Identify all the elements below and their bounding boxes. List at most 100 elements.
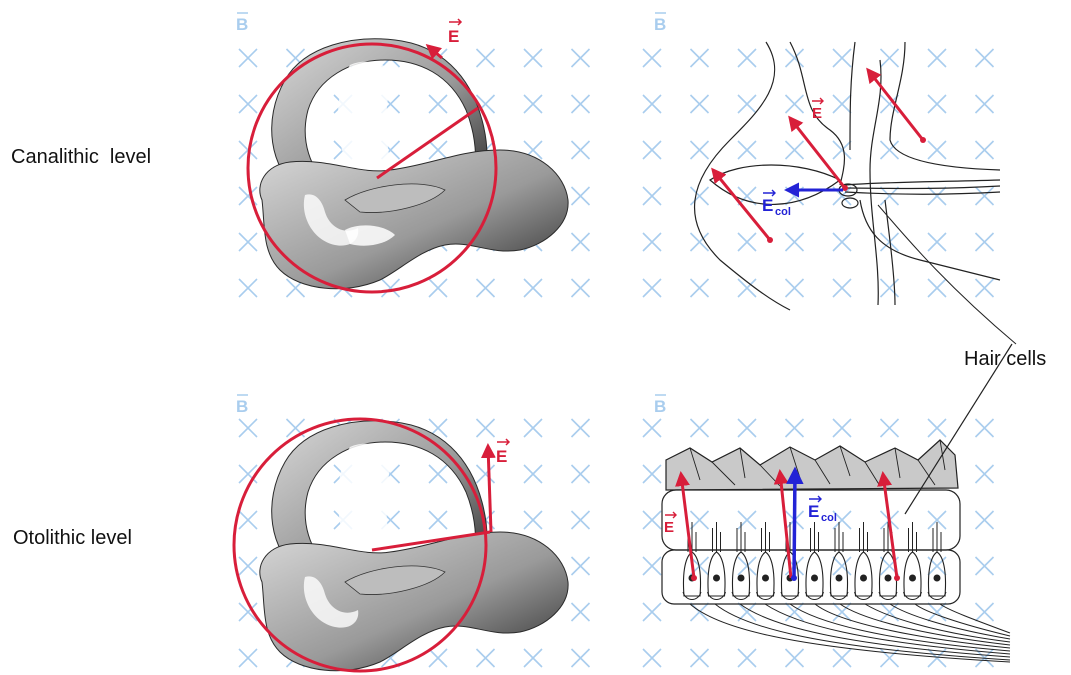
svg-text:col: col xyxy=(821,512,837,524)
field-cross xyxy=(572,557,590,575)
hair-cell-row xyxy=(683,522,946,600)
stereocilia-bundle xyxy=(713,522,721,552)
e-col-label-otolithic: E col xyxy=(808,496,837,524)
hair-cell-nucleus xyxy=(934,575,941,582)
field-cross xyxy=(786,95,804,113)
field-cross xyxy=(429,511,447,529)
field-cross xyxy=(239,419,257,437)
field-cross xyxy=(691,649,709,667)
field-cross xyxy=(691,279,709,297)
b-field-label-1: B xyxy=(236,13,248,34)
field-cross xyxy=(881,49,899,67)
field-cross xyxy=(572,603,590,621)
field-cross xyxy=(572,279,590,297)
field-cross xyxy=(572,95,590,113)
field-cross xyxy=(643,279,661,297)
field-cross xyxy=(976,603,994,621)
field-cross xyxy=(786,279,804,297)
hair-cell-nucleus xyxy=(811,575,818,582)
svg-text:B: B xyxy=(236,397,248,416)
field-cross xyxy=(643,141,661,159)
stereocilia-bundle xyxy=(909,522,917,552)
field-cross xyxy=(833,95,851,113)
field-cross xyxy=(976,465,994,483)
field-cross xyxy=(524,95,542,113)
field-cross xyxy=(239,557,257,575)
svg-text:E: E xyxy=(448,27,459,46)
hair-cell-nucleus xyxy=(738,575,745,582)
hair-cell-body xyxy=(928,552,945,596)
field-cross xyxy=(239,649,257,667)
inner-ear-labyrinth-icon xyxy=(260,39,568,289)
hair-cell-nucleus xyxy=(713,575,720,582)
field-cross xyxy=(786,649,804,667)
field-cross xyxy=(643,557,661,575)
field-cross xyxy=(976,511,994,529)
afferent-nerve-fibers xyxy=(690,604,1010,662)
field-cross xyxy=(738,233,756,251)
field-cross xyxy=(643,233,661,251)
field-cross xyxy=(881,141,899,159)
field-cross xyxy=(524,279,542,297)
field-cross xyxy=(691,187,709,205)
field-cross xyxy=(833,279,851,297)
field-cross xyxy=(928,187,946,205)
field-cross xyxy=(738,49,756,67)
field-cross xyxy=(239,511,257,529)
field-cross xyxy=(738,141,756,159)
svg-text:E: E xyxy=(496,447,507,466)
field-cross xyxy=(643,603,661,621)
field-cross xyxy=(524,649,542,667)
field-cross xyxy=(738,649,756,667)
field-cross xyxy=(833,233,851,251)
field-cross xyxy=(976,233,994,251)
svg-text:col: col xyxy=(775,206,791,218)
field-cross xyxy=(643,49,661,67)
field-cross xyxy=(928,419,946,437)
field-cross xyxy=(928,95,946,113)
hair-cell-body xyxy=(757,552,774,596)
field-cross xyxy=(976,95,994,113)
field-cross xyxy=(239,279,257,297)
field-cross xyxy=(524,511,542,529)
field-cross xyxy=(524,49,542,67)
field-cross xyxy=(643,419,661,437)
field-cross xyxy=(572,49,590,67)
e-vectors-canalithic-cupula xyxy=(713,70,926,243)
field-cross xyxy=(524,419,542,437)
field-cross xyxy=(239,49,257,67)
field-cross xyxy=(833,649,851,667)
field-cross xyxy=(572,141,590,159)
field-cross xyxy=(691,49,709,67)
field-cross xyxy=(738,419,756,437)
field-cross xyxy=(928,141,946,159)
cupula-hair-cell-icon xyxy=(695,42,1016,344)
field-cross xyxy=(691,603,709,621)
hair-cell-nucleus xyxy=(885,575,892,582)
magnetic-field-grid-canalithic-cupula xyxy=(643,49,994,297)
svg-text:B: B xyxy=(654,15,666,34)
field-cross xyxy=(643,187,661,205)
field-cross xyxy=(429,95,447,113)
field-cross xyxy=(976,141,994,159)
field-cross xyxy=(833,557,851,575)
field-cross xyxy=(239,95,257,113)
hair-cell-body xyxy=(708,552,725,596)
stereocilia-bundle xyxy=(737,522,745,552)
stereocilia-bundle xyxy=(860,522,868,552)
hair-cell-nucleus xyxy=(909,575,916,582)
field-cross xyxy=(643,649,661,667)
field-cross xyxy=(477,419,495,437)
field-cross xyxy=(928,557,946,575)
field-cross xyxy=(976,49,994,67)
field-cross xyxy=(881,649,899,667)
field-cross xyxy=(928,49,946,67)
svg-text:B: B xyxy=(654,397,666,416)
field-cross xyxy=(572,649,590,667)
field-cross xyxy=(239,233,257,251)
field-cross xyxy=(572,511,590,529)
field-cross xyxy=(643,465,661,483)
hair-cell-nucleus xyxy=(836,575,843,582)
field-cross xyxy=(477,49,495,67)
